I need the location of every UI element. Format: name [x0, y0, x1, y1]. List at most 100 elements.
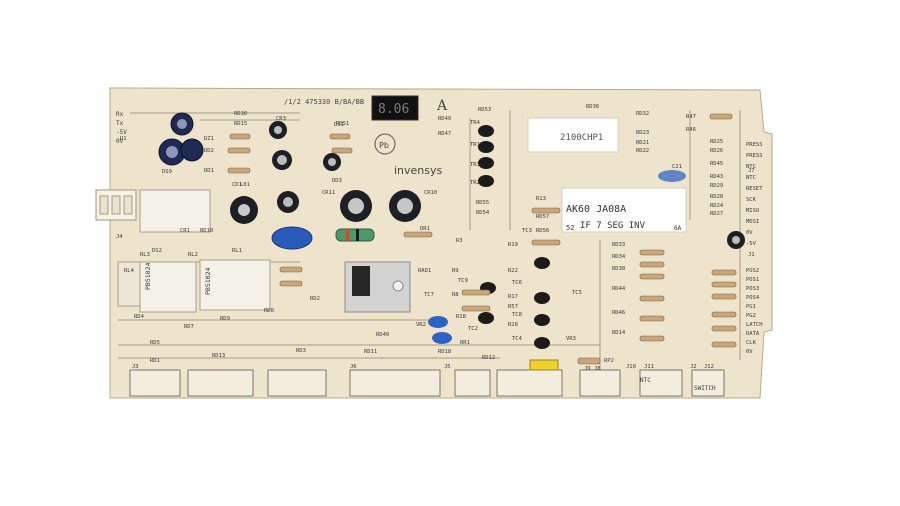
designator-connectors: J2 — [690, 364, 697, 370]
designator-resistors: RD15 — [234, 121, 247, 127]
designator-resistors: RD11 — [364, 349, 377, 355]
designator-misc: RR1 — [460, 340, 470, 346]
silk-right-label: NTC — [746, 175, 756, 181]
silk-left-label: 0V — [116, 138, 124, 145]
ntc-label: NTC — [640, 377, 651, 384]
designator-diodes: DS2 — [152, 248, 162, 254]
designator-resistors: R19 — [508, 242, 518, 248]
designator-connectors: J10 — [626, 364, 636, 370]
revision-mark: A — [436, 98, 448, 114]
voltage-regulator — [344, 261, 411, 313]
designator-relays: RL2 — [188, 252, 198, 258]
designator-resistors: RD3 — [296, 348, 306, 354]
designator-resistors: RD13 — [212, 353, 225, 359]
designator-transistors: TR3 — [470, 162, 480, 168]
pb-free-label: Pb — [379, 141, 389, 150]
designator-resistors: R22 — [508, 268, 518, 274]
silk-right-lower-label: LATCH — [746, 322, 763, 328]
designator-resistors: R46 — [686, 127, 696, 133]
designator-resistors: RD22 — [636, 148, 649, 154]
designator-resistors: RD38 — [612, 266, 625, 272]
designator-diodes: DR1 — [420, 226, 430, 232]
designator-resistors: RD1 — [150, 358, 160, 364]
silk-right-label: -5V — [746, 241, 757, 247]
designator-resistors: R3 — [456, 238, 463, 244]
designator-misc: L01 — [240, 182, 250, 188]
designator-resistors: RD53 — [478, 107, 491, 113]
designator-connectors: J4 — [116, 234, 123, 240]
designator-resistors: R47 — [686, 114, 696, 120]
designator-resistors: RD36 — [586, 104, 599, 110]
designator-resistors: RD12 — [482, 355, 495, 361]
bottom-connectors — [129, 369, 725, 397]
designator-resistors: RD5 — [150, 340, 160, 346]
designator-connectors: J7 — [748, 168, 755, 174]
designator-misc: RAD1 — [418, 268, 431, 274]
designator-resistors: RD44 — [612, 286, 626, 292]
blue-capacitors — [271, 170, 686, 344]
designator-resistors: R28 — [508, 322, 518, 328]
silk-left-label: -5V — [116, 129, 127, 136]
designator-resistors: RD27 — [710, 211, 723, 217]
silk-right-label: NTC — [746, 164, 756, 170]
designator-connectors: J1 — [748, 252, 755, 258]
designator-diodes: DD1 — [204, 168, 214, 174]
designator-connectors: J9 — [584, 366, 591, 372]
designator-resistors: RD4 — [134, 314, 145, 320]
designator-capacitors: CR10 — [424, 190, 437, 196]
sticker-model-line1: AK60 JA08A — [566, 204, 626, 215]
relay-label-1: PB51024 — [144, 263, 152, 290]
designator-misc: U1 — [120, 136, 127, 142]
white-connector-j4 — [95, 189, 137, 221]
designator-resistors: RD21 — [636, 140, 649, 146]
yellow-capacitor — [529, 359, 559, 371]
designator-connectors: J3 — [132, 364, 139, 370]
designator-transistors: TC9 — [458, 278, 468, 284]
designator-transistors: TR2 — [470, 180, 480, 186]
designator-capacitors: CD1 — [232, 182, 242, 188]
designator-misc: RP2 — [604, 358, 614, 364]
designator-resistors: RD7 — [184, 324, 194, 330]
designator-resistors: RD33 — [612, 242, 625, 248]
designator-connectors: J12 — [704, 364, 714, 370]
designator-capacitors: CR3 — [276, 116, 286, 122]
designator-resistors: RD26 — [710, 148, 723, 154]
designator-resistors: RD2 — [310, 296, 320, 302]
designator-resistors: RD47 — [438, 131, 451, 137]
silk-right-label: MISO — [746, 208, 759, 214]
designator-resistors: R17 — [508, 294, 518, 300]
small-resistors — [227, 113, 737, 365]
designator-misc: VR3 — [566, 336, 576, 342]
silk-right-lower-label: PG2 — [746, 313, 756, 319]
silk-right-lower-label: DATA — [746, 331, 760, 337]
designator-resistors: RD18 — [438, 349, 451, 355]
designator-transistors: TC6 — [512, 280, 522, 286]
designator-resistors: RD55 — [476, 200, 489, 206]
designator-resistors: RD49 — [438, 116, 451, 122]
designator-relays: RL1 — [232, 248, 242, 254]
silk-left-label: Tx — [116, 120, 124, 127]
designator-resistors: RD56 — [536, 228, 549, 234]
designator-connectors: J5 — [444, 364, 451, 370]
designator-resistors: RD46 — [612, 310, 625, 316]
designator-resistors: R57 — [508, 304, 518, 310]
designator-resistors: RD10 — [200, 228, 213, 234]
designator-resistors: R9 — [452, 268, 459, 274]
sticker-model — [561, 187, 687, 233]
designator-resistors: RD32 — [636, 111, 649, 117]
designator-relays: RL4 — [124, 268, 135, 274]
designator-connectors: J6 — [350, 364, 357, 370]
silk-right-lower-label: POS1 — [746, 277, 759, 283]
silk-left-label: Rx — [116, 111, 124, 118]
display-digits: 8.06 — [378, 102, 409, 117]
sticker-small: 52 — [566, 224, 574, 232]
designator-capacitors: CR11 — [322, 190, 335, 196]
part-number: /1/2 475330 B/BA/BB — [284, 98, 364, 106]
electrolytic-capacitors — [158, 112, 745, 249]
relays — [117, 189, 271, 313]
designator-misc: DS9 — [162, 169, 172, 175]
